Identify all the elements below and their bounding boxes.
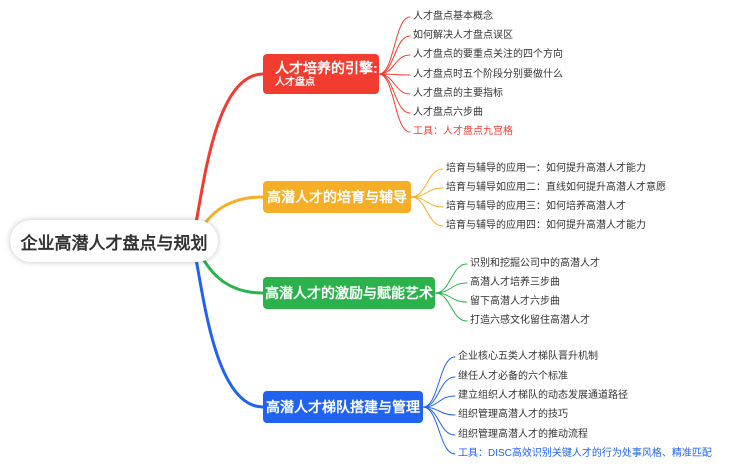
- leaf-item[interactable]: 培育与辅导的应用四：如何提升高潜人才能力: [446, 220, 646, 231]
- leaf-item[interactable]: 组织管理高潜人才的技巧: [458, 409, 568, 420]
- leaf-connector: [422, 406, 456, 455]
- leaf-item[interactable]: 人才盘点的要重点关注的四个方向: [413, 49, 563, 60]
- leaf-item[interactable]: 培育与辅导如应用二：直线如何提升高潜人才意愿: [446, 182, 666, 193]
- branch-title: 高潜人才的培育与辅导: [267, 189, 407, 205]
- leaf-item[interactable]: 识别和挖掘公司中的高潜人才: [470, 258, 600, 269]
- branch-motivation[interactable]: 高潜人才的激励与赋能艺术: [263, 277, 435, 309]
- leaf-item[interactable]: 培育与辅导的应用三：如何培养高潜人才: [446, 201, 626, 212]
- leaf-item[interactable]: 建立组织人才梯队的动态发展通道路径: [458, 390, 628, 401]
- leaf-item[interactable]: 培育与辅导的应用一：如何提升高潜人才能力: [446, 163, 646, 174]
- root-connector: [188, 72, 265, 243]
- branch-title: 高潜人才的激励与赋能艺术: [265, 285, 433, 301]
- leaf-item[interactable]: 人才盘点的主要指标: [413, 88, 503, 99]
- leaf-item[interactable]: 企业核心五类人才梯队晋升机制: [458, 351, 598, 362]
- leaf-item[interactable]: 人才盘点时五个阶段分别要做什么: [413, 69, 563, 80]
- leaf-item[interactable]: 组织管理高潜人才的推动流程: [458, 429, 588, 440]
- branch-title: 人才培养的引擎:: [275, 59, 378, 76]
- leaf-item[interactable]: 如何解决人才盘点误区: [413, 30, 513, 41]
- leaf-connector: [410, 187, 444, 198]
- leaf-item[interactable]: 打造六感文化留住高潜人才: [470, 315, 590, 326]
- branch-subtitle: 人才盘点: [275, 76, 315, 88]
- branch-talent-review[interactable]: 人才培养的引擎: 人才盘点: [263, 54, 379, 94]
- leaf-tool-item[interactable]: 工具：人才盘点九宫格: [413, 126, 513, 137]
- branch-cultivation[interactable]: 高潜人才的培育与辅导: [263, 181, 411, 213]
- leaf-connector: [422, 395, 456, 408]
- root-label: 企业高潜人才盘点与规划: [20, 233, 208, 253]
- root-node[interactable]: 企业高潜人才盘点与规划: [10, 220, 218, 262]
- leaf-connector: [422, 376, 456, 408]
- leaf-item[interactable]: 人才盘点六步曲: [413, 107, 483, 118]
- leaf-connector: [378, 35, 411, 75]
- branch-pipeline[interactable]: 高潜人才梯队搭建与管理: [263, 391, 423, 423]
- leaf-connector: [434, 282, 468, 294]
- leaf-connector: [378, 54, 411, 75]
- leaf-item[interactable]: 人才盘点基本概念: [413, 11, 493, 22]
- leaf-item[interactable]: 高潜人才培养三步曲: [470, 277, 560, 288]
- branch-title: 高潜人才梯队搭建与管理: [266, 399, 420, 415]
- leaf-connector: [410, 168, 444, 198]
- leaf-connector: [434, 263, 468, 294]
- leaf-tool-item[interactable]: 工具：DISC高效识别关键人才的行为处事风格、精准匹配: [458, 448, 712, 459]
- root-connector: [188, 239, 265, 409]
- leaf-connector: [434, 292, 468, 322]
- leaf-connector: [378, 16, 411, 75]
- leaf-item[interactable]: 留下高潜人才六步曲: [470, 296, 560, 307]
- leaf-item[interactable]: 继任人才必备的六个标准: [458, 371, 568, 382]
- leaf-connector: [410, 196, 444, 227]
- leaf-connector: [378, 73, 411, 95]
- leaf-connector: [378, 73, 411, 133]
- leaf-connector: [422, 356, 456, 408]
